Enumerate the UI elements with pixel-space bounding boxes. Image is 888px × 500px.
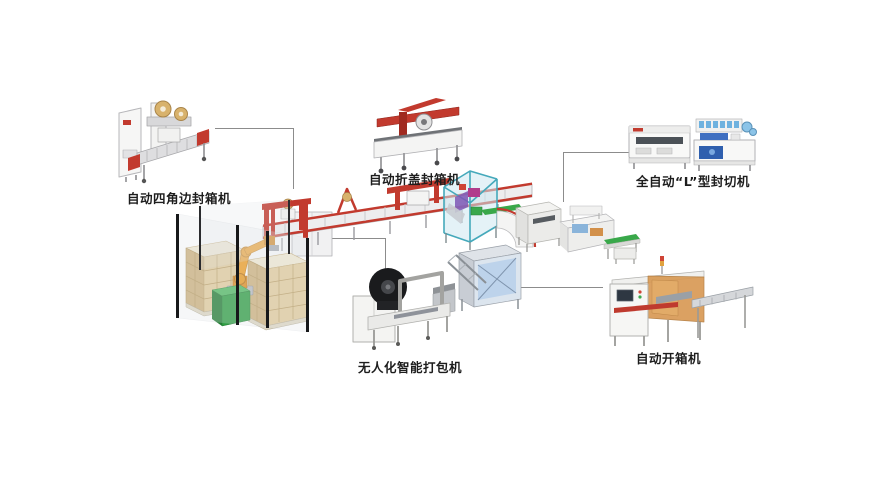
leader-lines	[215, 128, 636, 288]
corner-sealer-photo	[118, 100, 210, 184]
strapper-photo	[352, 268, 456, 350]
pallet-box-stack-right	[247, 252, 309, 331]
leader-strapper	[309, 238, 386, 276]
signal-tower-icon	[660, 256, 664, 261]
control-panel-icon	[616, 289, 634, 302]
leader-l-sealer	[563, 152, 636, 202]
inline-case-erector	[447, 244, 522, 311]
film-roll-icon	[741, 121, 753, 133]
label-flap-fold-sealer: 自动折盖封箱机	[369, 172, 461, 187]
flap-sealer-photo	[373, 98, 463, 174]
label-l-type-sealer: 全自动“L”型封切机	[636, 174, 750, 189]
inline-a-frame-machine	[336, 187, 358, 214]
case-erector-photo	[609, 256, 754, 346]
inline-cage-machine	[443, 170, 498, 250]
inline-l-sealer	[559, 205, 641, 264]
label-case-erector: 自动开箱机	[636, 351, 702, 366]
leader-corner-sealer	[215, 128, 294, 189]
palletizing-cell-illustration	[176, 198, 311, 333]
label-strapping-machine: 无人化智能打包机	[358, 360, 463, 375]
l-sealer-photo	[628, 118, 757, 171]
conveyor-line-illustration	[262, 170, 641, 311]
safety-fence	[176, 199, 309, 333]
red-gantry	[262, 198, 311, 244]
label-four-corner-sealer: 自动四角边封箱机	[127, 191, 232, 206]
inline-flap-sealer	[387, 178, 449, 210]
